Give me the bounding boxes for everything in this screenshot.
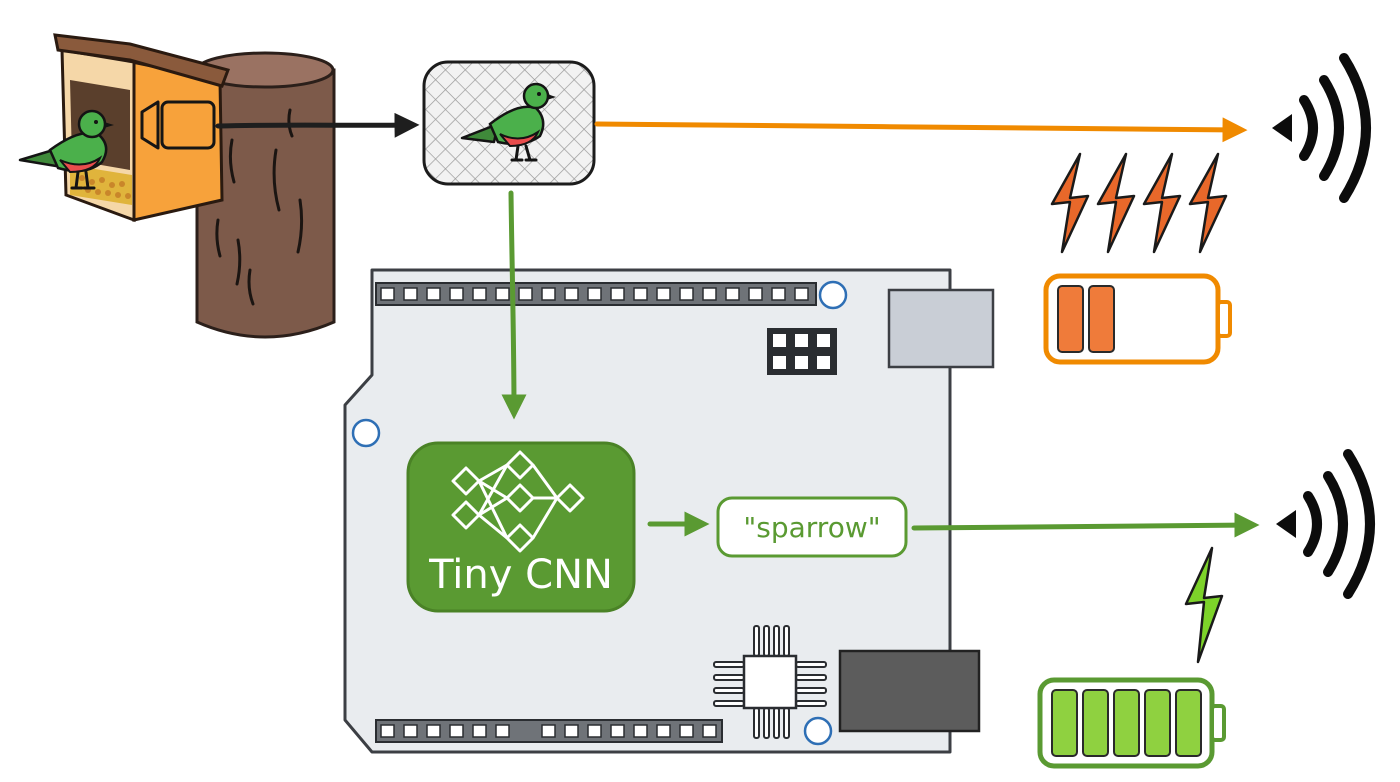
header-pin: [541, 287, 556, 301]
microcontroller-board: [343, 268, 995, 754]
top-pins: [380, 287, 809, 301]
lightning-bolt-icon: [1096, 152, 1136, 254]
wooden-post: [195, 51, 336, 339]
header-pin: [610, 724, 625, 738]
battery-cell: [1051, 689, 1078, 757]
camera-icon: [140, 100, 216, 150]
mounting-hole: [351, 418, 381, 448]
battery-cell: [1082, 689, 1109, 757]
image-streaming-arrow: [594, 117, 1248, 143]
high-power-bolts: [1050, 152, 1228, 254]
icsp-pins: [773, 334, 830, 369]
header-pin: [449, 287, 464, 301]
wifi-signal-icon: [1272, 53, 1371, 203]
wifi-signal-icon: [1276, 449, 1375, 599]
header-pin: [679, 724, 694, 738]
header-pin: [771, 287, 786, 301]
battery-icon: [1043, 273, 1232, 365]
image-to-cnn-arrow: [501, 190, 527, 420]
seeds: [79, 175, 131, 199]
icsp-pin: [817, 356, 830, 369]
header-pin: [610, 287, 625, 301]
icsp-pin: [795, 356, 808, 369]
power-jack: [838, 649, 981, 733]
header-pin: [495, 287, 510, 301]
camera-to-image-arrow: [215, 112, 420, 138]
mounting-hole: [818, 280, 848, 310]
icsp-pin: [773, 356, 786, 369]
header-pin: [656, 724, 671, 738]
prediction-label-box: "sparrow": [716, 496, 908, 558]
usb-connector: [887, 288, 995, 369]
battery-cell: [1088, 285, 1115, 353]
header-pin: [564, 724, 579, 738]
header-pin: [633, 724, 648, 738]
tiny-cnn-model: Tiny CNN: [406, 441, 636, 613]
header-pin: [449, 724, 464, 738]
feeder-roof: [53, 33, 230, 88]
header-pin: [472, 724, 487, 738]
bottom-pins: [380, 724, 717, 738]
header-pin: [587, 287, 602, 301]
label-transmission-arrow: [911, 512, 1260, 538]
header-pin: [702, 287, 717, 301]
battery-cell: [1113, 689, 1140, 757]
header-pin: [380, 724, 395, 738]
header-pin: [472, 287, 487, 301]
battery-cell: [1175, 689, 1202, 757]
icsp-pin: [817, 334, 830, 347]
battery-icon: [1037, 677, 1226, 769]
icsp-pin: [795, 334, 808, 347]
cnn-label: Tiny CNN: [428, 552, 613, 598]
header-pin: [702, 724, 717, 738]
lightning-bolt-icon: [1184, 546, 1224, 664]
lightning-bolt-icon: [1050, 152, 1090, 254]
header-pin: [403, 724, 418, 738]
header-pin: [426, 724, 441, 738]
battery-cell: [1144, 689, 1171, 757]
mounting-hole: [803, 716, 833, 746]
header-pin: [403, 287, 418, 301]
header-pin: [633, 287, 648, 301]
neural-network-icon: [451, 450, 585, 553]
header-pin: [679, 287, 694, 301]
header-pin: [748, 287, 763, 301]
bird-at-feeder-icon: [18, 109, 114, 190]
lightning-bolt-icon: [1142, 152, 1182, 254]
header-pin: [518, 287, 533, 301]
microcontroller-chip: [713, 625, 827, 739]
header-pin: [495, 724, 510, 738]
bird-image-icon: [422, 60, 596, 186]
header-pin: [380, 287, 395, 301]
icsp-pin: [773, 334, 786, 347]
header-pin: [564, 287, 579, 301]
bird-feeder-icon: [18, 33, 336, 339]
header-pin: [426, 287, 441, 301]
prediction-label: "sparrow": [743, 511, 880, 544]
header-pin: [794, 287, 809, 301]
header-pin: [656, 287, 671, 301]
header-pin: [725, 287, 740, 301]
lightning-bolt-icon: [1188, 152, 1228, 254]
header-pin: [587, 724, 602, 738]
battery-cell: [1057, 285, 1084, 353]
header-pin: [541, 724, 556, 738]
